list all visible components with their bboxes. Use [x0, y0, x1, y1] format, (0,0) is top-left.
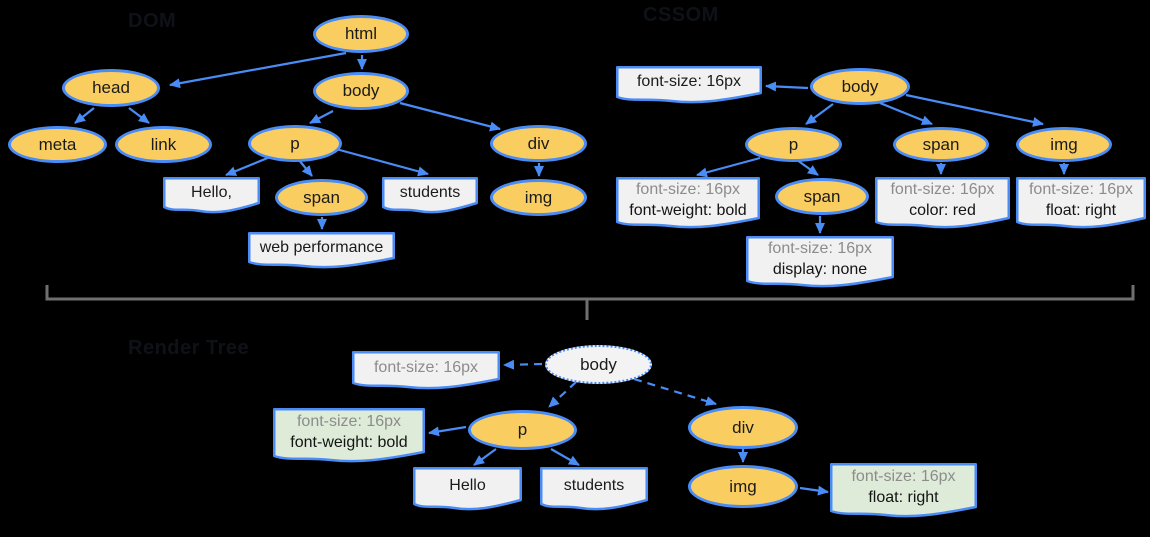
cssom-node-p: p — [745, 127, 842, 162]
wavy-box-shape — [413, 467, 522, 511]
dom-text-node-web-performance: web performance — [248, 232, 395, 269]
wavy-box-shape — [616, 66, 762, 104]
wavy-box-shape — [163, 177, 260, 214]
render-rule-img: font-size: 16px float: right — [830, 463, 977, 518]
wavy-box-shape — [248, 232, 395, 269]
cssom-node-img: img — [1016, 127, 1112, 162]
render-rule-p: font-size: 16px font-weight: bold — [273, 408, 425, 463]
dom-node-span: span — [275, 179, 368, 216]
dom-node-html: html — [313, 15, 409, 53]
combine-bracket — [45, 285, 1135, 320]
dom-node-body: body — [313, 72, 409, 110]
wavy-box-shape — [1016, 177, 1146, 229]
dom-node-img: img — [490, 179, 587, 216]
dom-text-node-hello: Hello, — [163, 177, 260, 214]
dom-text-node-students: students — [382, 177, 478, 214]
wavy-box-shape — [746, 236, 894, 288]
render-node-div: div — [688, 406, 798, 449]
wavy-box-shape — [875, 177, 1010, 229]
render-tree-label: Render Tree — [128, 337, 250, 359]
cssom-rule-p: font-size: 16px font-weight: bold — [616, 177, 760, 229]
render-node-p: p — [468, 410, 577, 450]
render-rule-body: font-size: 16px — [352, 351, 500, 390]
cssom-rule-span: font-size: 16px color: red — [875, 177, 1010, 229]
wavy-box-shape — [382, 177, 478, 214]
cssom-rule-span-child: font-size: 16px display: none — [746, 236, 894, 288]
dom-node-p: p — [248, 125, 342, 162]
cssom-rule-body: font-size: 16px — [616, 66, 762, 104]
dom-node-div: div — [490, 125, 587, 162]
wavy-box-shape — [830, 463, 977, 518]
render-node-body: body — [545, 345, 652, 384]
cssom-tree-label: CSSOM — [643, 4, 719, 26]
cssom-node-span: span — [893, 127, 989, 162]
wavy-box-shape — [273, 408, 425, 463]
render-text-node-students: students — [540, 467, 648, 511]
dom-node-head: head — [62, 69, 160, 107]
render-node-img: img — [688, 465, 798, 508]
cssom-rule-img: font-size: 16px float: right — [1016, 177, 1146, 229]
wavy-box-shape — [616, 177, 760, 229]
dom-tree-label: DOM — [128, 10, 177, 32]
cssom-node-body: body — [810, 68, 910, 105]
wavy-box-shape — [352, 351, 500, 390]
wavy-box-shape — [540, 467, 648, 511]
cssom-node-span-child: span — [775, 178, 869, 215]
render-text-node-hello: Hello — [413, 467, 522, 511]
dom-node-link: link — [115, 126, 212, 163]
dom-node-meta: meta — [8, 126, 107, 163]
